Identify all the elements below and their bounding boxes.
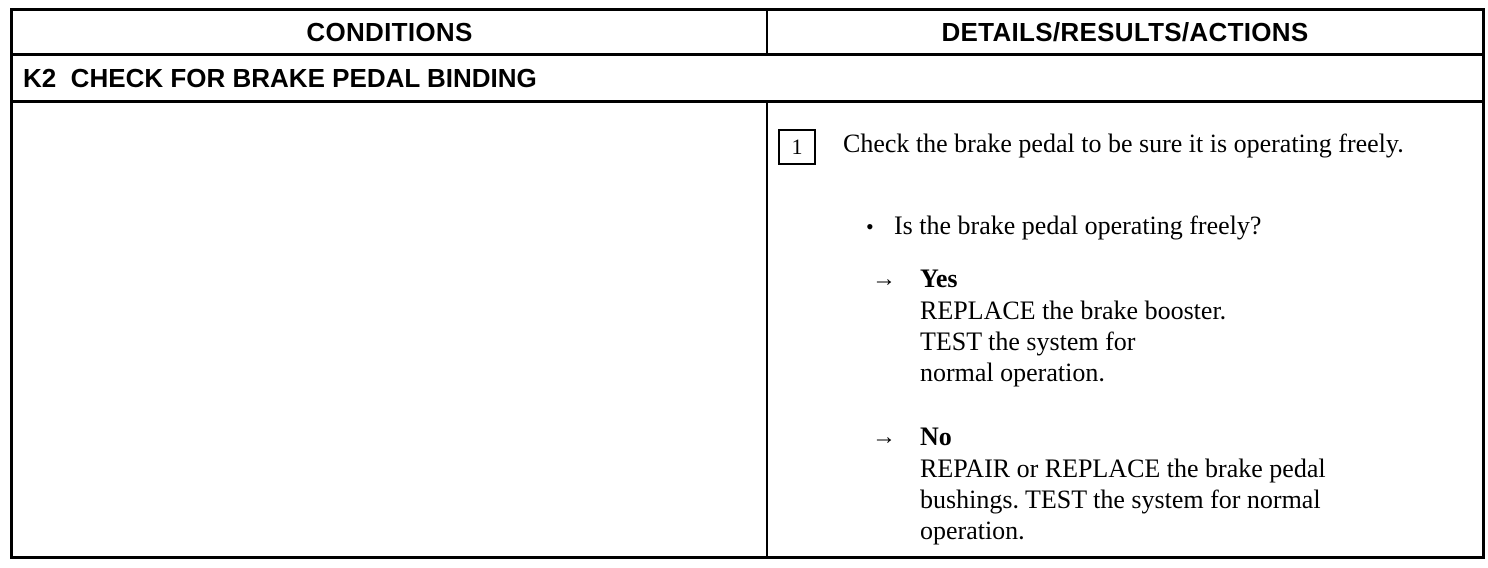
answer-yes: → Yes REPLACE the brake booster. TEST th… [872, 263, 1226, 388]
section-row: K2 CHECK FOR BRAKE PEDAL BINDING [13, 56, 1482, 103]
arrow-right-icon: → [872, 266, 896, 292]
answer-no-label: No [920, 422, 952, 451]
answer-yes-line: normal operation. [920, 358, 1105, 387]
answer-no: → No REPAIR or REPLACE the brake pedal b… [872, 421, 1326, 546]
answer-no-label-row: → No [872, 421, 1326, 453]
step-question: • Is the brake pedal operating freely? [866, 209, 1261, 244]
answer-no-line: bushings. TEST the system for normal [920, 485, 1321, 514]
details-cell: 1 Check the brake pedal to be sure it is… [768, 103, 1482, 556]
step-number-box: 1 [778, 129, 816, 165]
answer-no-line: operation. [920, 516, 1025, 545]
bullet-icon: • [866, 214, 874, 239]
answer-yes-label: Yes [920, 264, 958, 293]
step-row: 1 Check the brake pedal to be sure it is… [13, 103, 1482, 556]
conditions-header: CONDITIONS [13, 11, 768, 53]
details-results-actions-header: DETAILS/RESULTS/ACTIONS [941, 16, 1309, 47]
answer-yes-line: TEST the system for [920, 327, 1136, 356]
procedure-table: CONDITIONS DETAILS/RESULTS/ACTIONS K2 CH… [10, 8, 1485, 559]
answer-yes-line: REPLACE the brake booster. [920, 296, 1227, 325]
arrow-right-icon: → [872, 424, 896, 450]
table-header-row: CONDITIONS DETAILS/RESULTS/ACTIONS [13, 11, 1482, 56]
question-text: Is the brake pedal operating freely? [894, 211, 1262, 240]
answer-no-line: REPAIR or REPLACE the brake pedal [920, 454, 1326, 483]
step-instruction: Check the brake pedal to be sure it is o… [843, 129, 1404, 158]
answer-yes-label-row: → Yes [872, 263, 1226, 295]
conditions-cell [13, 103, 768, 556]
section-title: K2 CHECK FOR BRAKE PEDAL BINDING [23, 62, 537, 93]
